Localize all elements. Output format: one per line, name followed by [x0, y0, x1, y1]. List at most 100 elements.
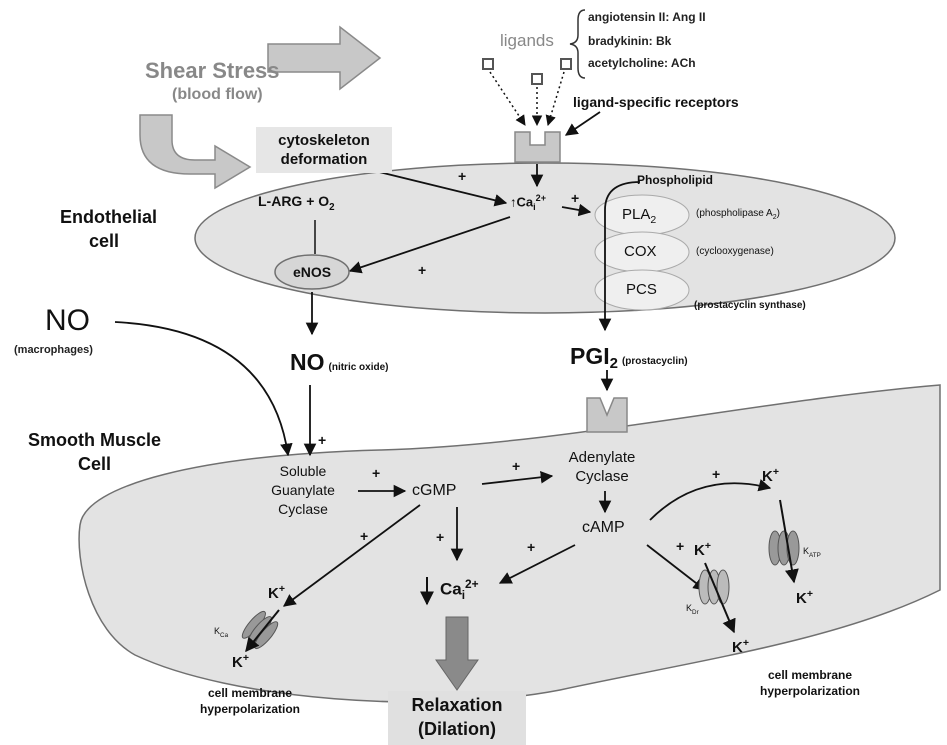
k-ion-kdr-out: K+ — [732, 637, 749, 656]
arrow-phospholipid-to-pgi2 — [598, 181, 641, 332]
pla2-full: (phospholipase A2) — [696, 208, 780, 221]
sca-sub: i — [461, 588, 466, 603]
endothelial-label-line2: cell — [89, 231, 120, 251]
arrow-ca-to-pla2 — [561, 203, 592, 217]
kdr-label: KDr — [686, 603, 699, 616]
cgmp-label: cGMP — [412, 482, 457, 499]
sgc-line2: Guanylate — [271, 482, 335, 498]
pla2-full-text: (phospholipase A — [696, 208, 773, 219]
endothelial-label-line1: Endothelial — [60, 207, 158, 227]
arrow-no-macrophage-to-sgc — [114, 321, 293, 457]
sca-text: Ca — [440, 579, 462, 599]
ac-line2: Cyclase — [575, 468, 629, 485]
k-sup: + — [278, 583, 285, 595]
cox-full: (cyclooxygenase) — [696, 246, 774, 257]
k-sup: + — [704, 540, 711, 552]
hyper-right-line1: cell membrane — [767, 668, 853, 682]
phospholipid-label: Phospholipid — [637, 173, 713, 187]
kca-label: KCa — [214, 626, 228, 639]
kdr-k: K — [686, 603, 693, 613]
receptor-pointer-arrow — [564, 111, 601, 136]
larg-text: L-ARG + O — [258, 193, 330, 209]
sgc-line3: Cyclase — [278, 501, 328, 517]
relaxation-box: Relaxation (Dilation) — [388, 691, 526, 745]
pla2-full-sub: 2 — [772, 214, 777, 221]
katp-sub: ATP — [809, 551, 821, 559]
smc-label-line2: Cell — [78, 454, 112, 474]
k-efflux-arrow-left — [245, 609, 280, 653]
no-main-small: (nitric oxide) — [328, 362, 389, 373]
relaxation-line1: Relaxation — [411, 695, 503, 715]
hyperpolarization-left: cell membrane hyperpolarization — [175, 685, 325, 717]
k-ion-katp-in: K+ — [762, 466, 779, 485]
kdr-sub: Dr — [692, 608, 699, 616]
endothelial-ca: ↑Cai2+ — [510, 193, 547, 212]
shear-stress-arrow-curved — [139, 114, 252, 190]
no-macrophage-label: NO — [45, 304, 90, 337]
hyper-right-line2: hyperpolarization — [759, 684, 860, 698]
plus-no-sgc: + — [318, 432, 327, 448]
k-efflux-arrow-katp — [779, 499, 799, 584]
kca-sub: Ca — [220, 631, 229, 639]
ligand-brace — [569, 9, 586, 79]
ligands-label: ligands — [500, 31, 554, 50]
smc-ca-label: Cai2+ — [440, 577, 479, 602]
sgc-line1: Soluble — [279, 463, 327, 479]
cytoskeleton-box: cytoskeleton deformation — [256, 127, 392, 173]
plus-cyto-ca: + — [458, 168, 467, 184]
shear-stress-arrow-right — [267, 25, 382, 91]
hyper-left-line2: hyperpolarization — [199, 702, 300, 716]
katp-channel — [768, 530, 800, 566]
pcs-label: PCS — [626, 281, 657, 298]
plus-camp-ca: + — [527, 539, 536, 555]
pgi2-label: PGI2(prostacyclin) — [570, 343, 688, 372]
endothelial-cell-label: Endothelial cell — [60, 205, 157, 253]
shear-stress-subtitle: (blood flow) — [172, 86, 263, 103]
prostacyclin-receptor — [586, 397, 628, 433]
cyto-line2: deformation — [280, 151, 368, 168]
relaxation-line2: (Dilation) — [418, 719, 496, 739]
no-main-big: NO — [290, 349, 325, 375]
camp-label: cAMP — [582, 519, 625, 536]
ligand-receptors-label: ligand-specific receptors — [573, 94, 739, 110]
plus-sgc-cgmp: + — [372, 465, 381, 481]
kca-channel — [241, 610, 279, 650]
plus-camp-katp: + — [712, 466, 721, 482]
ligand-receptor — [514, 131, 561, 163]
k-ion-kdr-in: K+ — [694, 540, 711, 559]
arrow-cgmp-to-ac — [481, 471, 554, 485]
cox-label: COX — [624, 243, 657, 260]
k-efflux-arrow-kdr — [704, 562, 736, 634]
eca-sub: i — [533, 201, 536, 212]
ligand-square — [560, 58, 572, 70]
larg-o2: L-ARG + O2 — [258, 193, 335, 213]
adenylate-cyclase-label: Adenylate Cyclase — [557, 448, 647, 486]
plus-cgmp-ca: + — [436, 529, 445, 545]
k-ion-kca-in: K+ — [268, 583, 285, 602]
ligand-item-bk: bradykinin: Bk — [588, 34, 672, 48]
pla2-abbr: PLA — [622, 206, 651, 223]
eca-sup: 2+ — [535, 193, 547, 203]
larg-sub: 2 — [329, 201, 335, 213]
plus-camp-kdr: + — [676, 538, 685, 554]
smooth-muscle-cell-membrane — [78, 384, 941, 703]
kca-k: K — [214, 626, 221, 636]
hyperpolarization-right: cell membrane hyperpolarization — [735, 667, 885, 699]
arrow-camp-to-kdr — [646, 544, 706, 591]
k-text: K — [762, 468, 773, 485]
enos-label: eNOS — [292, 264, 332, 280]
k-text: K — [694, 542, 705, 559]
shear-stress-title: Shear Stress — [145, 58, 280, 83]
plus-ca-enos: + — [418, 262, 427, 278]
arrow-camp-to-ca — [498, 544, 576, 584]
k-sup: + — [806, 588, 813, 600]
arrow-cgmp-to-kca — [282, 504, 421, 607]
arrow-ca-to-enos — [348, 216, 511, 274]
plus-ca-pla2: + — [571, 190, 580, 206]
hyper-left-line1: cell membrane — [207, 686, 293, 700]
pgi2-sub: 2 — [609, 355, 618, 373]
cyto-line1: cytoskeleton — [278, 132, 370, 149]
k-ion-kca-out: K+ — [232, 652, 249, 671]
sgc-label: Soluble Guanylate Cyclase — [258, 462, 348, 519]
ligand-item-ach: acetylcholine: ACh — [588, 56, 696, 70]
